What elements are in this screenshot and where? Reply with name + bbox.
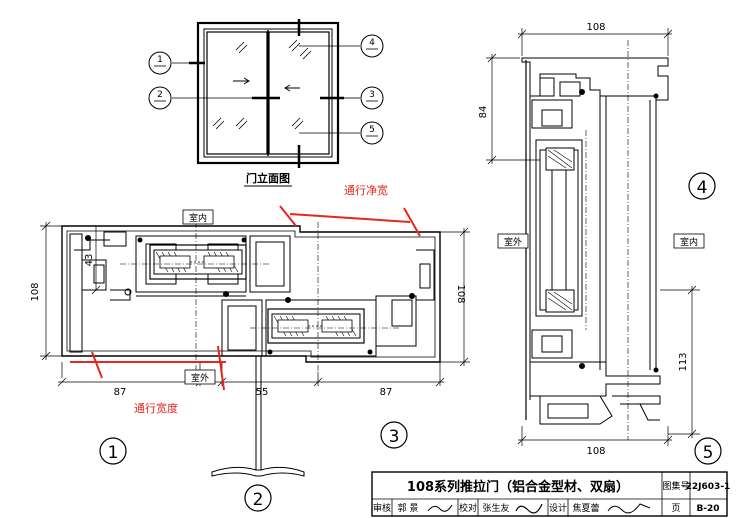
svg-text:1: 1 [157, 55, 163, 65]
callout-4: 4 [360, 34, 384, 58]
check-label: 校对 [459, 502, 477, 514]
svg-text:室外: 室外 [191, 372, 209, 384]
head-profile [521, 57, 669, 132]
elevation-outer-frame [196, 21, 340, 165]
dim-right-frame: 87 [380, 387, 393, 398]
vertical-gaskets [579, 89, 659, 373]
vertical-dimensions [486, 28, 700, 446]
reviewer-signature [427, 504, 453, 512]
callout-3: 3 [360, 86, 384, 110]
title-block: 108系列推拉门（铝合金型材、双扇） 图集号 22J603-1 页 B-20 审… [371, 471, 731, 517]
exterior-label-vertical: 室外 [497, 233, 529, 249]
svg-text:室内: 室内 [680, 236, 698, 248]
dim-overall-depth-right: 108 [455, 284, 466, 303]
detail-callout-3: 3 [380, 421, 408, 449]
dim-bottom-width: 108 [586, 446, 605, 457]
passage-width-annotation [70, 345, 226, 391]
page-label: 页 [671, 503, 680, 514]
checker-name: 张生友 [482, 502, 509, 514]
clear-width-label: 通行净宽 [344, 183, 388, 197]
dim-sill-height: 113 [678, 352, 689, 371]
sill-profile [530, 329, 661, 425]
horizontal-section: 108 108 43 87 55 87 室内 室外 通行净宽 通行宽度 [30, 183, 470, 512]
dim-overall-depth-left: 108 [30, 282, 41, 301]
detail-callout-1: 1 [99, 437, 127, 465]
dim-left-frame: 87 [114, 387, 127, 398]
arrow-left-icon [284, 84, 300, 92]
gaskets [85, 235, 415, 355]
svg-text:5: 5 [703, 443, 714, 463]
svg-text:室内: 室内 [189, 212, 207, 224]
svg-text:室外: 室外 [504, 236, 522, 248]
dim-head-height: 84 [478, 106, 489, 119]
center-mullion-post [211, 356, 305, 477]
elevation-left-leaf [206, 31, 268, 155]
detail-callout-5: 5 [694, 437, 722, 465]
atlas-label: 图集号 [662, 480, 689, 492]
design-label: 设计 [549, 502, 567, 514]
callout-1: 1 [148, 51, 172, 75]
drawing-title: 108系列推拉门（铝合金型材、双扇） [407, 479, 629, 495]
svg-text:1: 1 [108, 443, 119, 463]
center-lines [120, 222, 400, 372]
callout-5: 5 [360, 121, 384, 145]
dim-post-offset: 43 [84, 254, 95, 267]
page-number: B-20 [696, 504, 719, 514]
sliding-direction-arrows [233, 77, 300, 92]
exterior-label-horizontal: 室外 [184, 369, 216, 385]
interior-label-horizontal: 室内 [182, 209, 214, 225]
atlas-number: 22J603-1 [686, 482, 731, 492]
svg-text:4: 4 [369, 38, 375, 48]
right-glass-unit [267, 308, 365, 344]
elevation-right-leaf [268, 31, 330, 155]
svg-text:2: 2 [253, 490, 264, 510]
reviewer-name: 郭 景 [398, 502, 419, 514]
vertical-section: 108 84 113 108 室外 室内 4 5 [478, 22, 722, 465]
checker-signature [515, 503, 543, 514]
callout-2: 2 [148, 86, 172, 110]
svg-text:5: 5 [369, 125, 375, 135]
passage-width-label: 通行宽度 [134, 401, 178, 415]
vertical-glass-unit [525, 40, 657, 440]
dim-interlock: 55 [256, 387, 269, 398]
designer-name: 焦夏蕾 [572, 502, 599, 514]
left-jamb-profile [69, 231, 132, 353]
left-glass-unit [149, 244, 247, 280]
right-leaf-profile [221, 249, 435, 357]
svg-text:3: 3 [369, 90, 375, 100]
elevation-caption: 门立面图 [246, 171, 290, 185]
designer-signature [607, 503, 651, 514]
door-elevation: 1 2 3 4 5 门立面图 [148, 19, 384, 187]
svg-text:2: 2 [157, 90, 163, 100]
interior-label-vertical: 室内 [673, 233, 705, 249]
elevation-callouts: 1 2 3 4 5 [148, 34, 384, 145]
review-label: 审核 [373, 502, 391, 514]
elevation-inner-frame [203, 28, 333, 158]
detail-callout-2: 2 [244, 484, 272, 512]
svg-text:3: 3 [389, 427, 400, 447]
clear-width-annotation [279, 205, 421, 237]
arrow-right-icon [233, 77, 250, 85]
glass-hatch [212, 39, 312, 130]
detail-callout-4: 4 [688, 172, 716, 200]
svg-text:4: 4 [697, 178, 708, 198]
dim-top-width: 108 [586, 22, 605, 33]
